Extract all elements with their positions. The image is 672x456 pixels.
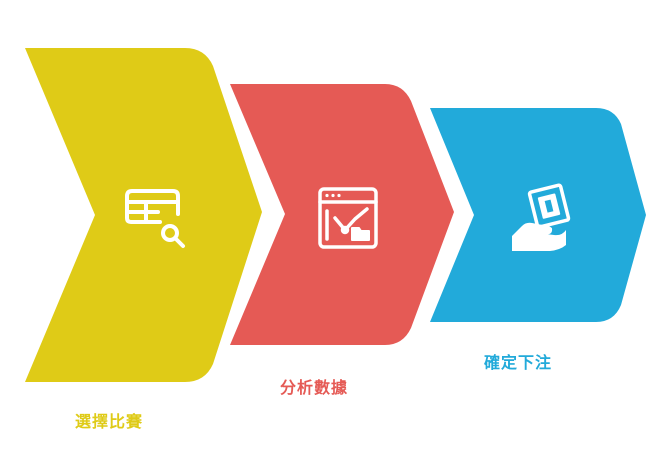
step-1-chevron: [25, 48, 262, 382]
step-3-chevron: [430, 108, 646, 322]
browser-chart-icon: [318, 187, 378, 249]
step-3-label: 確定下注: [484, 353, 553, 372]
step-2-chevron: [230, 84, 454, 345]
hand-ticket-icon: [512, 183, 571, 251]
step-2-label: 分析數據: [280, 378, 349, 397]
table-search-icon: [125, 189, 185, 248]
step-1-label: 選擇比賽: [75, 412, 144, 431]
